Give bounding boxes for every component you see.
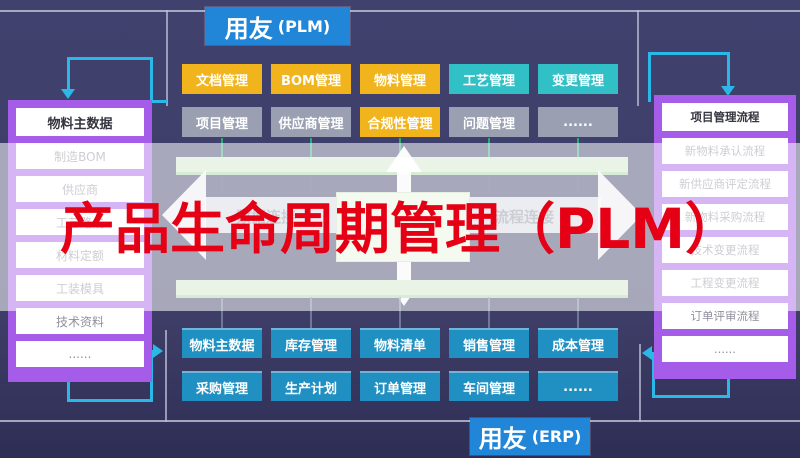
list-item: ......: [16, 341, 144, 367]
connector-line: [727, 374, 730, 398]
erp-module: 销售管理: [449, 328, 529, 358]
erp-badge: 用友 (ERP): [470, 418, 590, 455]
erp-module: 物料清单: [360, 328, 440, 358]
erp-module: 生产计划: [271, 371, 351, 401]
watermark-band: [0, 143, 800, 311]
plm-module: 变更管理: [538, 64, 618, 94]
brand-logo: 用友: [478, 425, 527, 453]
connector-line: [577, 297, 579, 328]
connector-line: [67, 57, 153, 60]
plm-badge: 用友 (PLM): [205, 7, 350, 45]
module-label: 成本管理: [551, 338, 604, 354]
plm-module: 项目管理: [182, 107, 262, 137]
top-frame-line: [0, 10, 800, 12]
connector-line: [639, 344, 641, 422]
arrow-down-icon: [721, 86, 735, 96]
list-item: ......: [662, 336, 788, 362]
arrow-left-icon: [642, 346, 652, 360]
module-label: 库存管理: [284, 338, 337, 354]
connector-line: [165, 330, 167, 422]
connector-line: [488, 297, 490, 328]
erp-module: 物料主数据: [182, 328, 262, 358]
list-item: 技术资料: [16, 308, 144, 334]
connector-line: [150, 57, 153, 103]
left-panel-header: 物料主数据: [16, 108, 144, 136]
connector-line: [67, 57, 70, 91]
plm-modules-row2: 项目管理 供应商管理 合规性管理 问题管理 ......: [182, 107, 618, 137]
plm-module: 工艺管理: [449, 64, 529, 94]
erp-badge-suffix: (ERP): [531, 427, 582, 446]
module-label: 文档管理: [195, 73, 248, 89]
erp-module: ......: [538, 371, 618, 401]
brand-logo: 用友: [224, 14, 273, 43]
module-label: 销售管理: [462, 338, 515, 354]
plm-module: 供应商管理: [271, 107, 351, 137]
arrow-down-icon: [61, 89, 75, 99]
module-label: 生产计划: [284, 381, 337, 397]
connector-line: [727, 52, 730, 88]
erp-module: 采购管理: [182, 371, 262, 401]
erp-module: 库存管理: [271, 328, 351, 358]
module-label: 物料清单: [373, 338, 426, 354]
plm-modules-row1: 文档管理 BOM管理 物料管理 工艺管理 变更管理: [182, 64, 618, 94]
plm-badge-suffix: (PLM): [277, 16, 331, 36]
erp-module: 订单管理: [360, 371, 440, 401]
module-label: 变更管理: [551, 73, 604, 89]
connector-line: [648, 52, 730, 55]
connector-line: [150, 100, 167, 103]
module-label: 车间管理: [462, 381, 515, 397]
erp-module: 成本管理: [538, 328, 618, 358]
module-label: 物料管理: [373, 73, 426, 89]
plm-module: BOM管理: [271, 64, 351, 94]
plm-module: 合规性管理: [360, 107, 440, 137]
plm-module: 文档管理: [182, 64, 262, 94]
connector-line: [648, 52, 651, 102]
module-label: 采购管理: [195, 381, 248, 397]
arrow-right-icon: [153, 344, 163, 358]
connector-line: [67, 377, 70, 402]
module-label: 供应商管理: [278, 116, 344, 132]
page-title: 产品生命周期管理（PLM）: [59, 197, 741, 261]
connector-line: [652, 395, 730, 398]
module-label: 订单管理: [373, 381, 426, 397]
connector-line: [166, 10, 168, 106]
module-label: 物料主数据: [189, 338, 255, 354]
erp-module: 车间管理: [449, 371, 529, 401]
connector-line: [221, 297, 223, 328]
module-label: ......: [563, 379, 593, 395]
connector-line: [637, 10, 639, 106]
module-label: 项目管理: [195, 116, 248, 132]
connector-line: [399, 297, 401, 328]
connector-line: [67, 399, 153, 402]
module-label: 问题管理: [462, 116, 515, 132]
right-panel-header: 项目管理流程: [662, 103, 788, 131]
plm-module: 物料管理: [360, 64, 440, 94]
connector-line: [310, 297, 312, 328]
bottom-frame-line: [0, 420, 800, 422]
plm-module: ......: [538, 107, 618, 137]
module-label: BOM管理: [281, 73, 341, 89]
connector-line: [652, 352, 655, 398]
module-label: 合规性管理: [367, 116, 433, 132]
erp-modules-row2: 采购管理 生产计划 订单管理 车间管理 ......: [182, 371, 618, 401]
plm-module: 问题管理: [449, 107, 529, 137]
module-label: ......: [563, 114, 593, 130]
module-label: 工艺管理: [462, 73, 515, 89]
erp-modules-row1: 物料主数据 库存管理 物料清单 销售管理 成本管理: [182, 328, 618, 358]
